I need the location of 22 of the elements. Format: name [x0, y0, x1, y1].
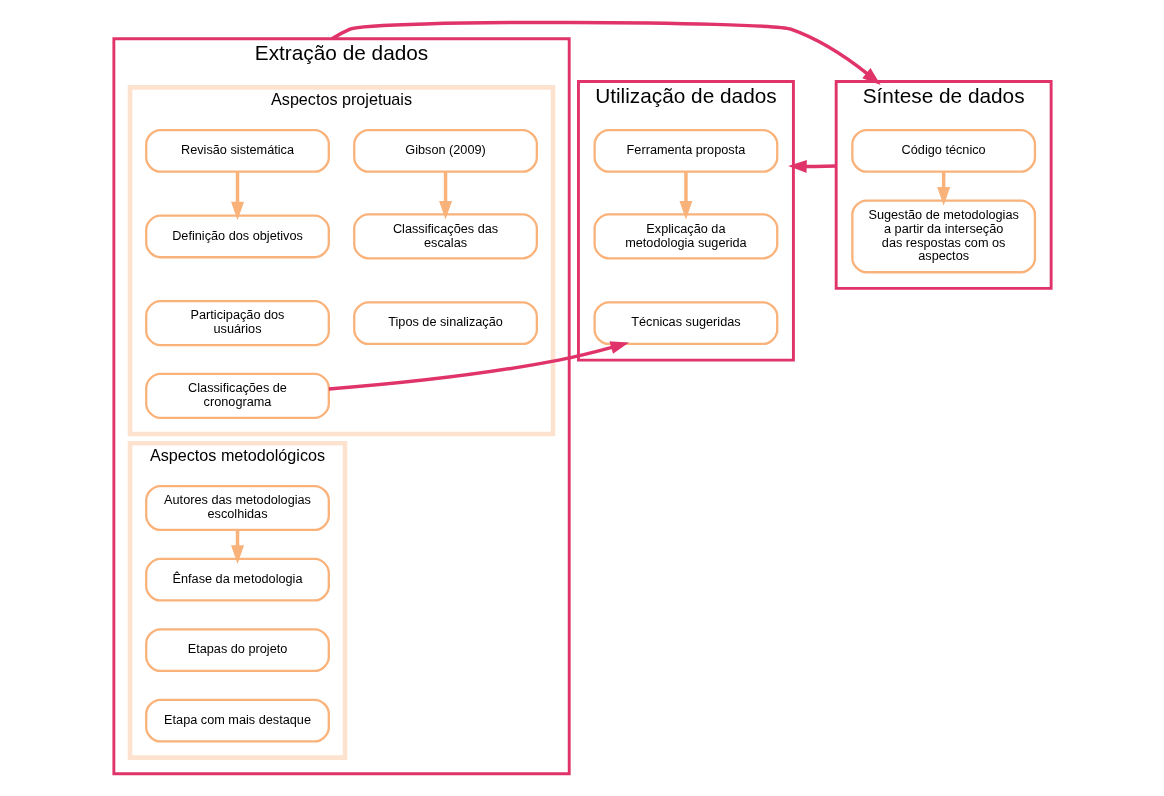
- node-box: Definição dos objetivos: [144, 214, 330, 259]
- node-box: Classificações das escalas: [352, 213, 538, 260]
- arrow: [787, 159, 836, 173]
- arrow: [230, 171, 244, 221]
- node-box: Tipos de sinalização: [352, 301, 538, 346]
- node-box: Ferramenta proposta: [592, 128, 778, 173]
- node-box: Participação dos usuários: [144, 300, 330, 347]
- node-box: Etapas do projeto: [144, 628, 330, 673]
- node-box: Revisão sistemática: [144, 128, 330, 173]
- arrow: [330, 20, 881, 85]
- node-box: Etapa com mais destaque: [144, 698, 330, 743]
- node-box: Código técnico: [850, 128, 1036, 173]
- node-box: Gibson (2009): [352, 128, 538, 173]
- node-box: Autores das metodologias escolhidas: [144, 484, 330, 532]
- arrow: [438, 171, 452, 220]
- arrow: [678, 171, 692, 220]
- node-box: Técnicas sugeridas: [592, 301, 778, 346]
- node-box: Sugestão de metodologias a partir da interseção das respostas com os aspectos: [850, 199, 1036, 274]
- node-box: Classificações de cronograma: [144, 372, 330, 420]
- node-box: Explicação da metodologia sugerida: [592, 213, 778, 260]
- arrow: [328, 341, 629, 391]
- node-box: Ênfase da metodologia: [144, 557, 330, 602]
